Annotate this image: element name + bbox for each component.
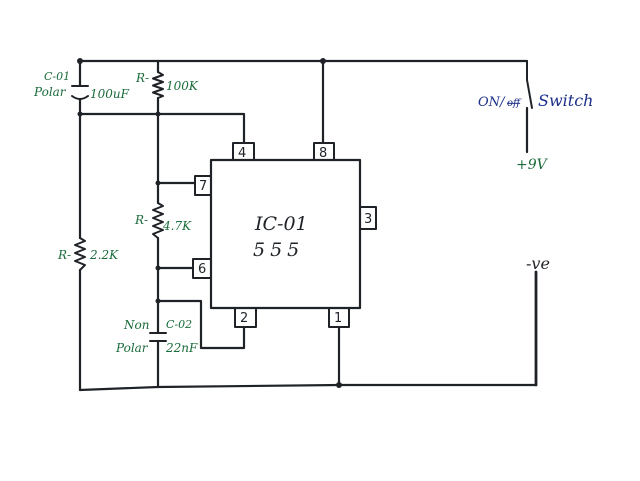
r2-ref-label: R- [134,213,148,227]
ic-pin-2-box [234,307,257,328]
switch-prefix-label: ON/ [478,95,506,110]
ic-555: 4 8 7 6 3 2 1 IC-01 555 [192,142,377,328]
junction-dot [155,111,161,117]
ground-rail-wire [78,383,538,392]
switch-strike-label: off [507,98,522,109]
supply-labels: +9V -ve [516,157,550,273]
junction-dot [77,58,83,64]
pin2-wire [156,299,246,350]
ic-pin-7-box [194,175,212,196]
c2-kind-bottom-label: Polar [115,341,149,355]
capacitor-c02: Non C-02 Polar 22nF [115,299,198,355]
resistor-r100k: R- 100K [135,71,199,99]
c1-kind-label: Polar [33,85,67,99]
negative-supply-label: -ve [526,254,550,273]
junction-dot [336,382,342,388]
c2-kind-top-label: Non [123,318,149,332]
r3-ref-label: R- [57,248,71,262]
r3-zigzag [74,237,86,271]
ic-pin-3-label: 3 [364,212,372,227]
ic-pin-4-label: 4 [238,146,246,161]
ic-pin-1-label: 1 [334,311,342,326]
r2-zigzag [152,202,164,239]
c1-value-label: 100uF [90,87,130,101]
ic-pin-1-box [328,307,350,328]
ic-pin-6-label: 6 [198,262,206,277]
junction-dot [155,180,161,186]
ic-pin-8-box [313,142,335,161]
junction-dot [155,265,161,271]
junction-dot [77,111,83,117]
capacitor-c01: C-01 Polar 100uF [33,70,130,101]
ic-body [209,158,362,310]
resistor-r4k7: R- 4.7K [134,202,192,239]
r2-value-label: 4.7K [162,219,192,233]
ic-pin-4-box [232,142,255,161]
c1-ref-label: C-01 [44,70,70,83]
ic-pin-8-label: 8 [319,146,327,161]
wires [78,59,538,392]
ic-pin-7-label: 7 [199,179,207,194]
c2-ref-label: C-02 [166,318,192,331]
switch-label: Switch [538,91,593,110]
on-off-switch: ON/ off Switch [478,60,593,110]
ic-pin-2-label: 2 [240,311,248,326]
ic-name: IC-01 [254,213,308,235]
ic-pin-3-box [359,206,377,230]
c1-plate-bottom [71,95,89,100]
positive-supply-label: +9V [516,157,549,173]
junction-dot [320,58,326,64]
ic-part: 555 [253,239,304,261]
pin4-wire [78,112,246,145]
r1-ref-label: R- [135,71,149,85]
r1-zigzag [152,71,164,99]
r1-value-label: 100K [166,79,199,93]
resistor-r2k2: R- 2.2K [57,237,119,271]
r3-value-label: 2.2K [89,248,119,262]
c2-value-label: 22nF [165,341,198,355]
ic-pin-6-box [192,258,212,279]
switch-lever [526,60,533,109]
